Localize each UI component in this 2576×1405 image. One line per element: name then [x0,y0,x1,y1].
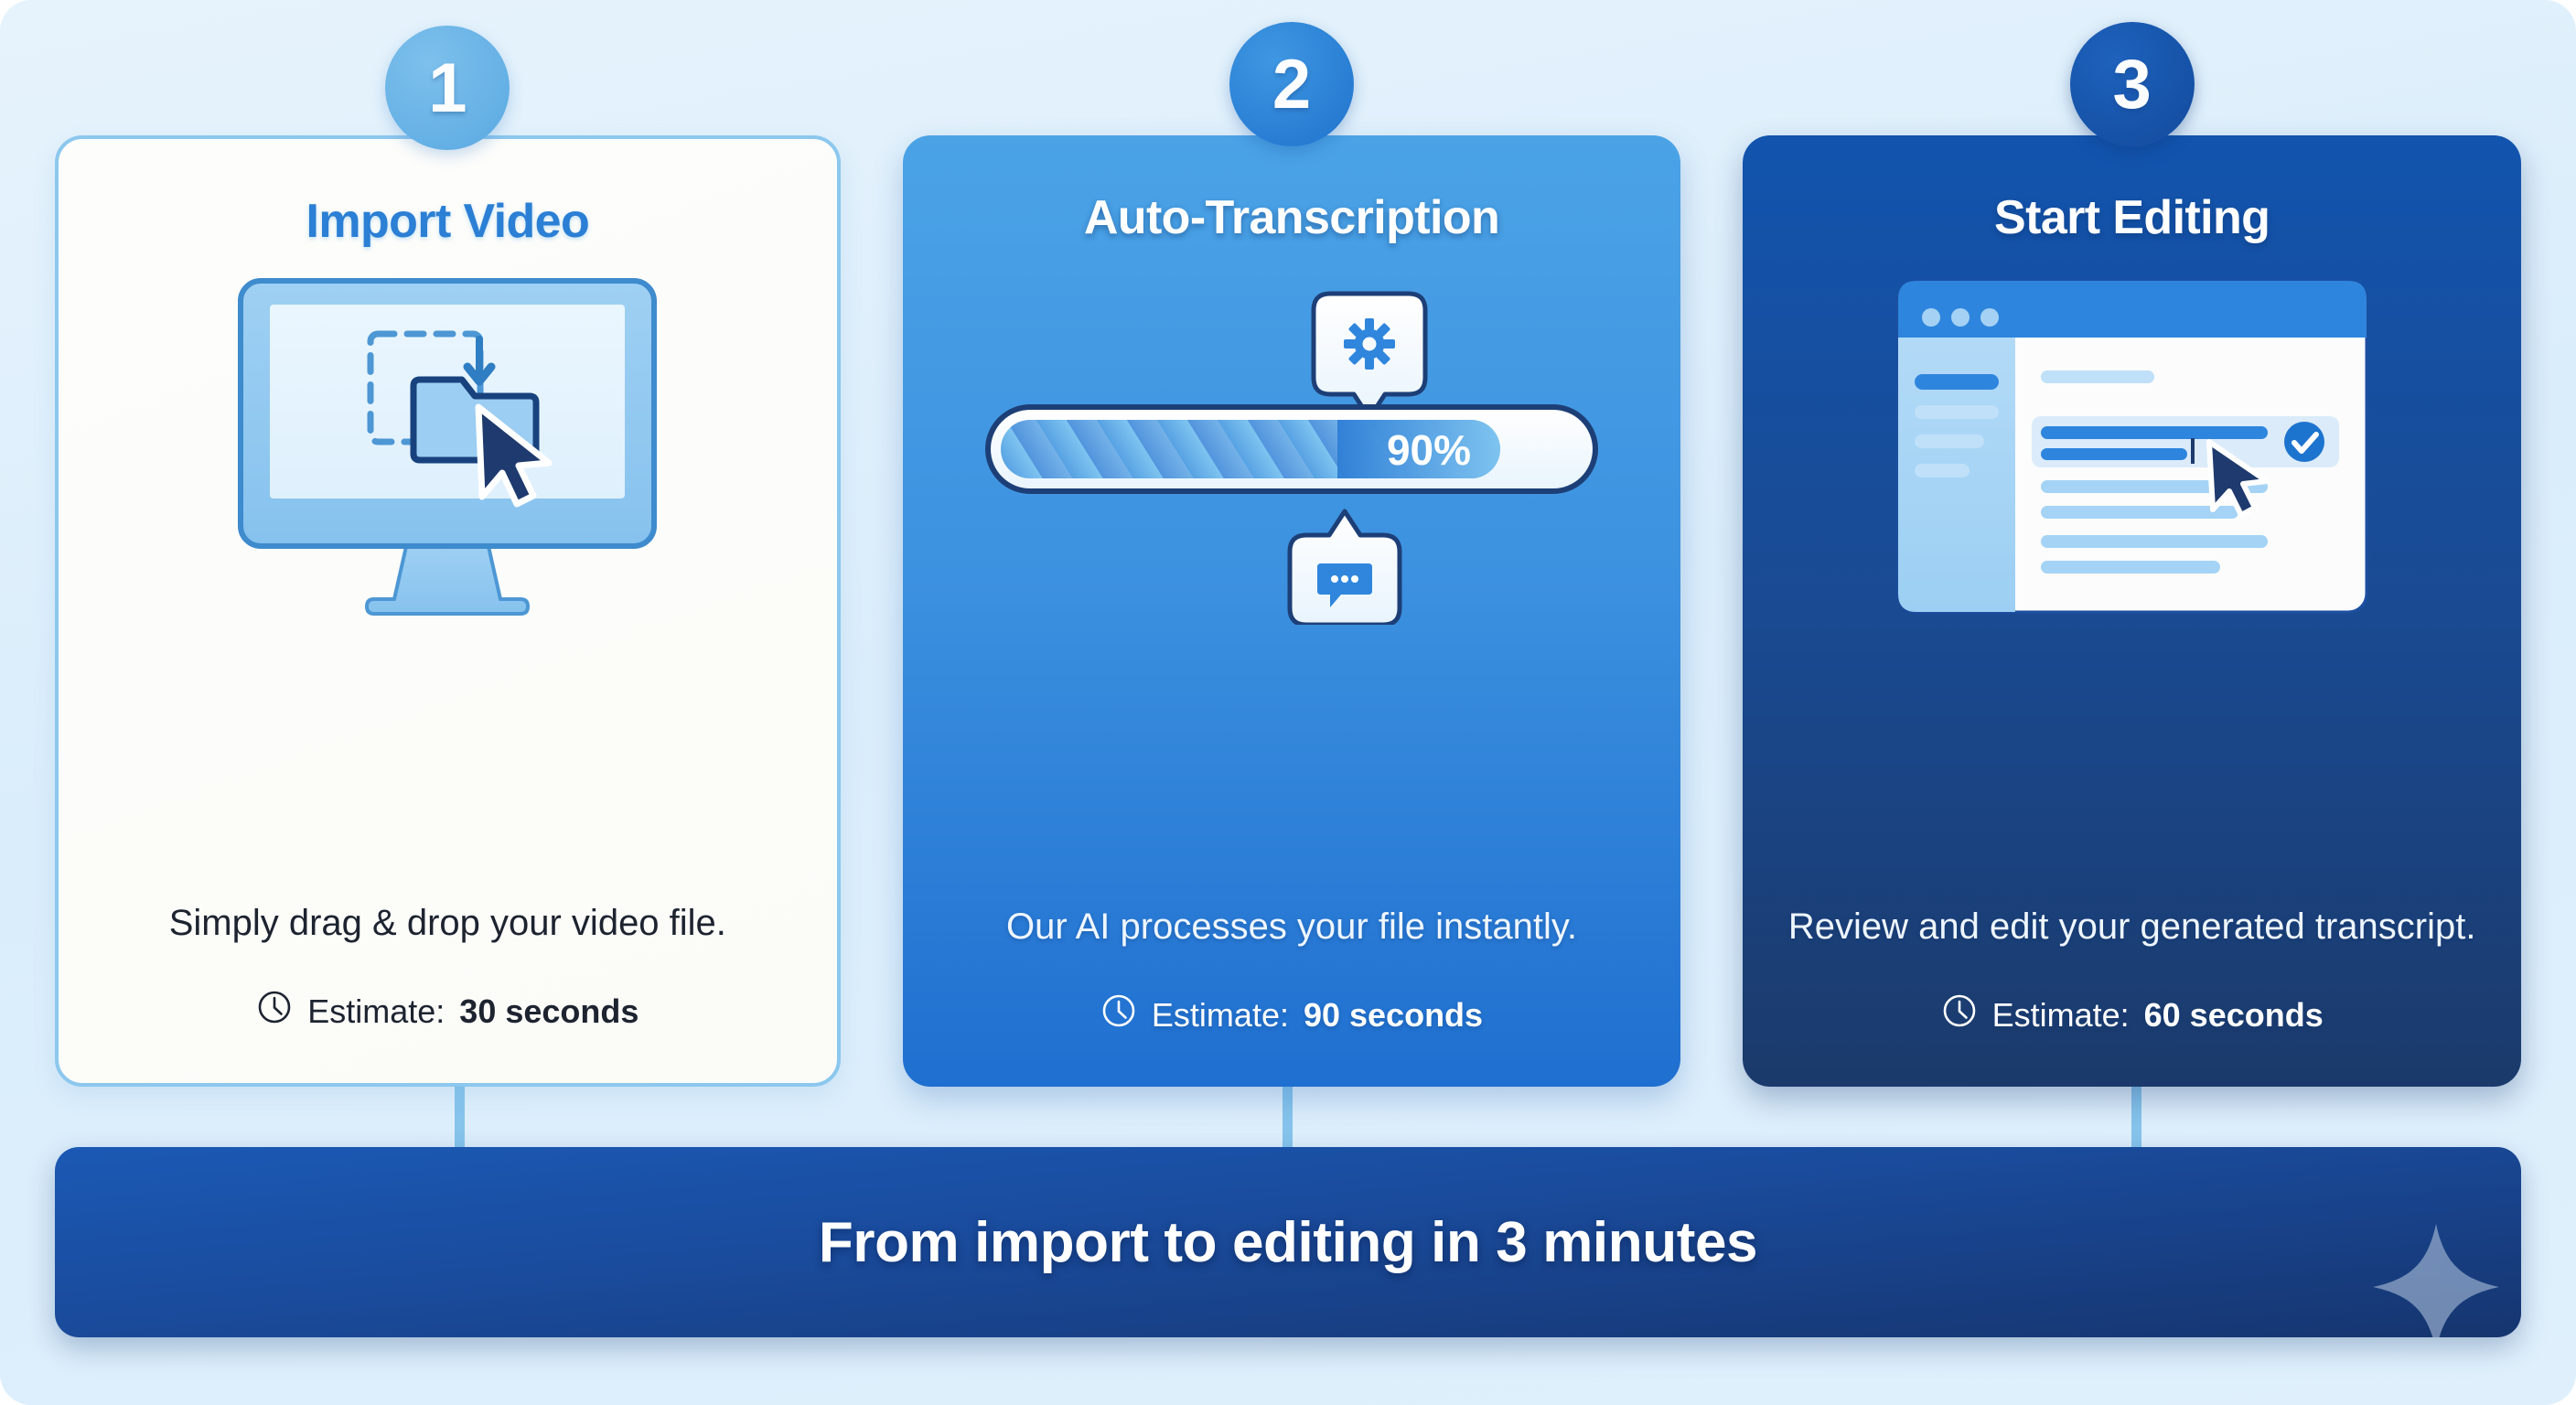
connector-line-step-3 [2131,1076,2141,1158]
monitor-drag-drop-folder-illustration [99,267,797,633]
sparkle-icon [2367,1218,2505,1337]
step-card-auto-transcription[interactable]: 2 Auto-Transcription [902,22,1681,1087]
clock-icon [1100,992,1137,1037]
step-title-3: Start Editing [1994,191,2270,244]
step-title-1: Import Video [306,195,590,248]
clock-icon [1941,992,1978,1037]
estimate-value-2: 90 seconds [1303,995,1484,1034]
window-dot-2 [1950,308,1970,327]
clock-icon [256,989,293,1034]
step-description-3: Review and edit your generated transcrip… [1787,906,2476,947]
gear-tooltip [1311,291,1428,421]
step-title-2: Auto-Transcription [1083,191,1500,244]
estimate-label-1: Estimate: [307,992,445,1030]
step-description-1: Simply drag & drop your video file. [168,902,726,943]
step-card-import-video[interactable]: 1 Import Video [55,26,841,1087]
connector-line-step-1 [455,1076,465,1158]
steps-row: 1 Import Video [55,22,2522,1087]
estimate-row-3: Estimate: 60 seconds [1941,992,2324,1037]
banner-text: From import to editing in 3 minutes [818,1210,1758,1274]
step-number-badge-2: 2 [1229,22,1354,146]
window-dot-3 [1980,308,1999,327]
chat-tooltip [1287,509,1402,625]
estimate-row-1: Estimate: 30 seconds [256,989,639,1034]
connector-line-step-2 [1283,1076,1293,1158]
estimate-label-2: Estimate: [1151,995,1289,1034]
check-icon [2291,432,2319,454]
progress-percent-label: 90% [1387,426,1471,474]
step-number-badge-1: 1 [385,26,510,150]
estimate-value-1: 30 seconds [459,992,639,1030]
estimate-row-2: Estimate: 90 seconds [1100,992,1483,1037]
transcript-editor-window-illustration [1783,263,2481,629]
step-number-badge-3: 3 [2069,22,2195,146]
step-card-start-editing[interactable]: 3 Start Editing [1743,22,2522,1087]
estimate-label-3: Estimate: [1991,995,2130,1034]
window-dot-1 [1921,308,1940,327]
estimate-value-3: 60 seconds [2143,995,2324,1034]
progress-bar-illustration: 90% [943,263,1641,629]
step-description-2: Our AI processes your file instantly. [1006,906,1577,947]
summary-banner: From import to editing in 3 minutes [55,1147,2521,1337]
